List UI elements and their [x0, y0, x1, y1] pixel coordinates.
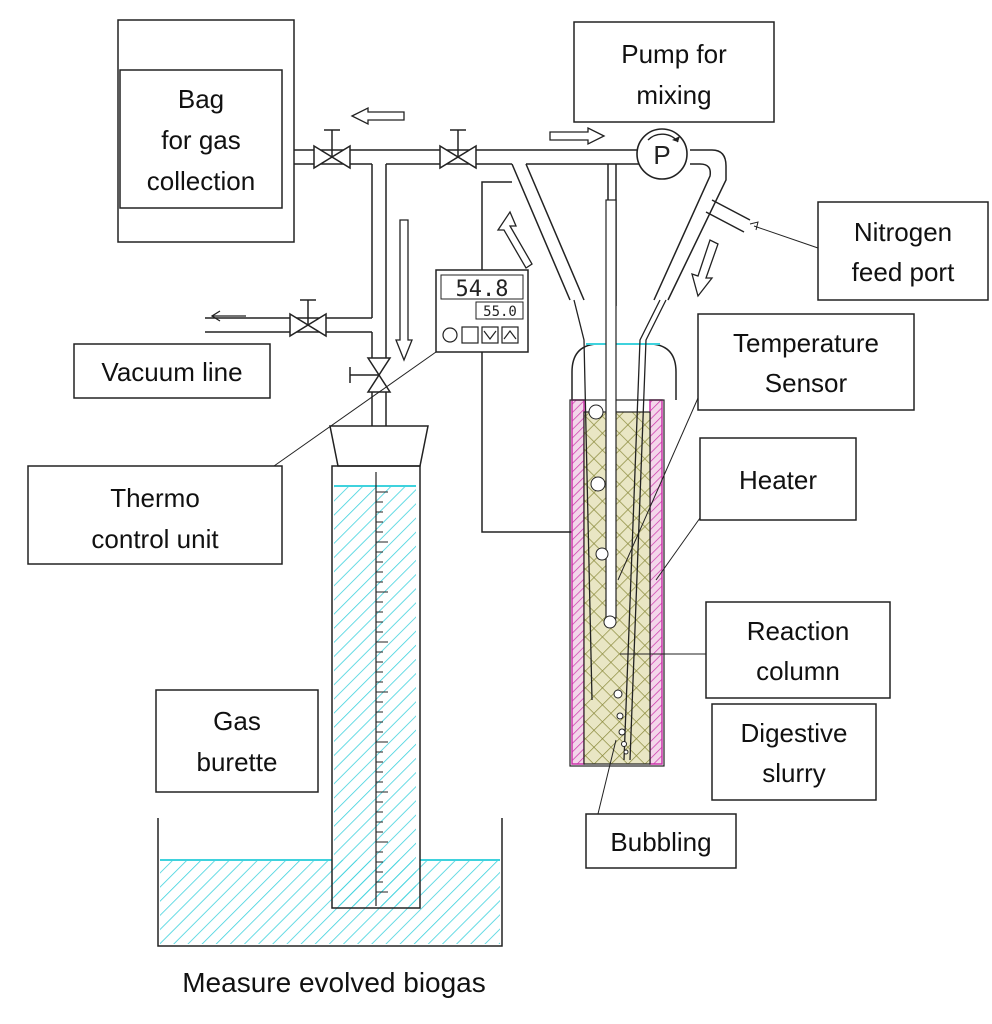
- label-reaction-line1: Reaction: [747, 616, 850, 646]
- arrow-to-pump: [549, 126, 606, 146]
- label-vacuum: Vacuum line: [73, 343, 271, 399]
- arrow-up-left-tube: [496, 210, 533, 269]
- label-digestive-line2: slurry: [762, 758, 826, 788]
- label-reaction: Reaction column: [705, 601, 891, 699]
- label-digestive: Digestive slurry: [711, 703, 877, 801]
- label-nitrogen-line1: Nitrogen: [854, 217, 952, 247]
- label-temperature-line2: Sensor: [765, 368, 848, 398]
- label-burette-line2: burette: [197, 747, 278, 777]
- gas-burette: [329, 425, 429, 909]
- valve-burette: [349, 357, 392, 393]
- label-pump: Pump for mixing: [573, 21, 775, 123]
- valves: [289, 129, 477, 393]
- label-bag-line1: Bag: [178, 84, 224, 114]
- label-vacuum-line1: Vacuum line: [101, 357, 242, 387]
- label-heater-line1: Heater: [739, 465, 817, 495]
- arrow-down-burette: [395, 219, 413, 362]
- label-temperature-line1: Temperature: [733, 328, 879, 358]
- label-heater: Heater: [699, 437, 857, 521]
- label-thermo-line1: Thermo: [110, 483, 200, 513]
- label-bubbling-line1: Bubbling: [610, 827, 711, 857]
- label-pump-line1: Pump for: [621, 39, 727, 69]
- piping: [205, 149, 751, 533]
- label-burette: Gas burette: [155, 689, 319, 793]
- leader-lines: [273, 221, 819, 823]
- heater-right: [649, 399, 663, 765]
- label-thermo: Thermo control unit: [27, 465, 283, 565]
- bubbles: [588, 404, 629, 755]
- label-burette-line1: Gas: [213, 706, 261, 736]
- label-thermo-line2: control unit: [91, 524, 219, 554]
- mixing-pump: P: [636, 128, 688, 180]
- display-setpoint: 55.0: [483, 304, 517, 320]
- label-digestive-line1: Digestive: [741, 718, 848, 748]
- heater-left: [571, 399, 585, 765]
- label-nitrogen-line2: feed port: [852, 257, 955, 287]
- display-reading: 54.8: [456, 277, 509, 302]
- arrow-down-right-tube: [691, 239, 719, 298]
- caption: Measure evolved biogas: [182, 967, 486, 998]
- label-bag-line3: collection: [147, 166, 255, 196]
- valve-vacuum: [289, 299, 327, 338]
- digestive-slurry: [583, 411, 651, 765]
- thermo-control-unit: 54.8 55.0: [435, 269, 529, 353]
- label-bag: Bag for gas collection: [119, 69, 283, 209]
- vacuum-arrow: [210, 310, 246, 322]
- arrow-to-bag: [350, 106, 405, 126]
- label-reaction-line2: column: [756, 656, 840, 686]
- label-bag-line2: for gas: [161, 125, 241, 155]
- label-temperature: Temperature Sensor: [697, 313, 915, 411]
- burette-scale: [376, 491, 388, 893]
- label-nitrogen: Nitrogen feed port: [817, 201, 989, 301]
- valve-bag: [313, 129, 351, 170]
- valve-pump-line: [439, 129, 477, 170]
- flow-arrows: [350, 106, 719, 362]
- label-pump-line2: mixing: [636, 80, 711, 110]
- label-bubbling: Bubbling: [585, 813, 737, 869]
- water-basin: [157, 818, 503, 947]
- pump-symbol: P: [653, 140, 670, 170]
- reaction-column: [569, 199, 677, 767]
